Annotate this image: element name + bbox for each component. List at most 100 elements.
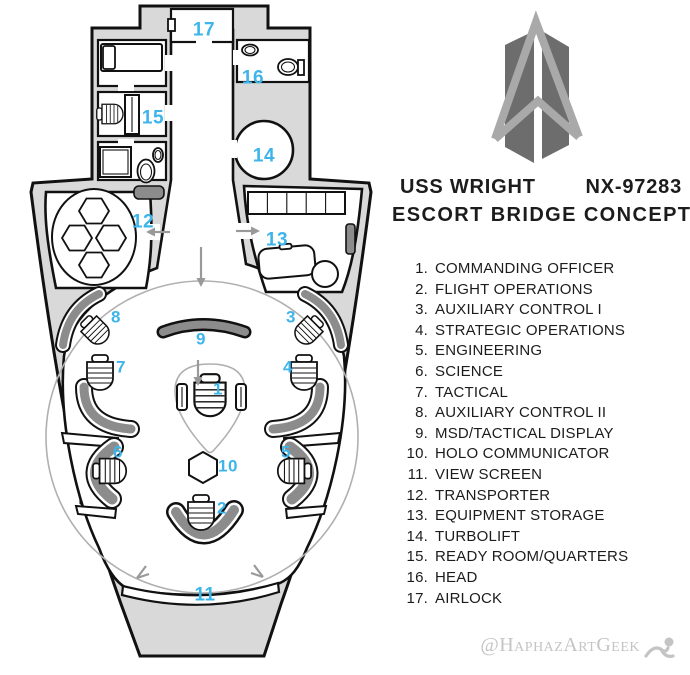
station-label-6: 6 xyxy=(113,443,123,462)
swimmer-icon xyxy=(644,637,675,658)
flow-arrow-down-command xyxy=(193,360,203,386)
equipment-storage-room xyxy=(238,184,364,294)
title-subtitle: ESCORT BRIDGE CONCEPT xyxy=(392,204,690,226)
legend-item-9: 9. MSD/TACTICAL DISPLAY xyxy=(403,424,628,445)
legend-item-3: 3. AUXILIARY CONTROL I xyxy=(403,300,628,321)
station-label-7: 7 xyxy=(116,358,126,377)
legend-item-number: 11. xyxy=(407,465,428,483)
flow-arrow-right xyxy=(236,226,260,236)
legend-item-10: 10. HOLO COMMUNICATOR xyxy=(403,444,628,465)
legend-item-number: 4. xyxy=(415,321,428,339)
console-icon xyxy=(133,185,165,200)
legend-item-13: 13.EQUIPMENT STORAGE xyxy=(403,506,628,527)
flow-arrow-down-corridor xyxy=(196,247,206,287)
legend-item-number: 6. xyxy=(415,362,428,380)
legend-item-number: 16. xyxy=(406,568,428,586)
legend-item-8: 8. AUXILIARY CONTROL II xyxy=(403,403,628,424)
station-label-9: 9 xyxy=(196,330,206,349)
legend-item-16: 16. HEAD xyxy=(403,568,628,589)
legend-item-label: AIRLOCK xyxy=(435,589,503,607)
station-label-15: 15 xyxy=(142,108,164,129)
legend-item-label: SCIENCE xyxy=(435,362,504,380)
station-label-5: 5 xyxy=(281,443,291,462)
station-label-14: 14 xyxy=(253,146,275,167)
flow-arrow-left xyxy=(146,227,170,237)
shower-icon xyxy=(99,146,132,178)
artist-watermark: @HaphazArtGeek xyxy=(480,634,676,664)
panel-icon xyxy=(345,223,356,255)
legend-item-number: 5. xyxy=(415,342,428,360)
legend-item-label: TRANSPORTER xyxy=(435,486,551,504)
view-screen-band xyxy=(120,581,281,606)
station-label-16: 16 xyxy=(242,68,264,89)
legend-item-6: 6. SCIENCE xyxy=(403,362,628,383)
console-flight-ops xyxy=(166,500,244,545)
station-label-10: 10 xyxy=(218,457,238,476)
station-label-1: 1 xyxy=(213,380,223,399)
legend-item-number: 2. xyxy=(415,280,428,298)
legend-item-number: 13. xyxy=(406,507,428,525)
station-label-13: 13 xyxy=(266,230,288,251)
console-aux-control-1 xyxy=(297,286,349,353)
starfleet-delta-logo xyxy=(491,10,583,163)
station-label-11: 11 xyxy=(194,585,215,606)
legend-item-label: MSD/TACTICAL DISPLAY xyxy=(435,424,614,442)
legend-item-label: HOLO COMMUNICATOR xyxy=(435,445,610,463)
watermark-handle: @HaphazArtGeek xyxy=(480,634,640,656)
legend-item-4: 4. STRATEGIC OPERATIONS xyxy=(403,321,628,342)
legend-item-number: 3. xyxy=(415,301,428,319)
legend-item-number: 17. xyxy=(406,589,428,607)
legend-item-14: 14.TURBOLIFT xyxy=(403,527,628,548)
holo-communicator-hex xyxy=(188,450,218,485)
pillow-icon xyxy=(102,45,116,70)
legend-item-number: 15. xyxy=(406,548,428,566)
transporter-room xyxy=(44,185,165,290)
guide-arrowhead xyxy=(250,564,264,579)
ship-name: USS WRIGHT xyxy=(400,176,536,198)
station-label-17: 17 xyxy=(193,20,215,41)
station-label-8: 8 xyxy=(111,308,121,327)
station-label-4: 4 xyxy=(283,358,293,377)
legend-item-number: 8. xyxy=(415,404,428,422)
stool-icon xyxy=(311,260,339,288)
station-label-3: 3 xyxy=(286,308,296,327)
legend-item-label: FLIGHT OPERATIONS xyxy=(435,280,593,298)
legend-item-number: 10. xyxy=(406,445,428,463)
title-line-1: USS WRIGHT NX-97283 xyxy=(392,176,686,199)
msd-display xyxy=(156,318,252,339)
legend-item-label: STRATEGIC OPERATIONS xyxy=(435,321,626,339)
legend-item-2: 2. FLIGHT OPERATIONS xyxy=(403,280,628,301)
alcove-wall xyxy=(74,504,118,520)
legend-item-12: 12. TRANSPORTER xyxy=(403,486,628,507)
ready-room-quarters xyxy=(96,38,173,184)
legend-item-number: 9. xyxy=(415,424,428,442)
legend-item-label: AUXILIARY CONTROL II xyxy=(435,404,607,422)
legend-item-label: HEAD xyxy=(435,568,478,586)
legend-item-1: 1. COMMANDING OFFICER xyxy=(403,259,628,280)
legend-item-label: TURBOLIFT xyxy=(435,527,521,545)
legend-item-label: AUXILIARY CONTROL I xyxy=(435,301,602,319)
transporter-pad xyxy=(51,188,137,286)
legend-item-number: 7. xyxy=(415,383,428,401)
legend-item-5: 5.ENGINEERING xyxy=(403,341,628,362)
alcove-wall xyxy=(284,504,328,520)
legend-item-label: READY ROOM/QUARTERS xyxy=(435,548,629,566)
crate-icon xyxy=(257,242,317,280)
command-area-outline xyxy=(174,363,246,454)
bed-icon xyxy=(100,43,163,72)
legend-item-15: 15. READY ROOM/QUARTERS xyxy=(403,547,629,568)
station-label-2: 2 xyxy=(217,499,227,518)
legend-item-number: 12. xyxy=(406,486,428,504)
legend-item-11: 11.VIEW SCREEN xyxy=(403,465,628,486)
lockers-icon xyxy=(247,191,346,215)
console-tactical xyxy=(75,378,140,438)
legend-item-7: 7.TACTICAL xyxy=(403,383,628,404)
legend-item-label: COMMANDING OFFICER xyxy=(435,260,615,277)
airlock-room xyxy=(167,7,235,45)
legend-list: 1. COMMANDING OFFICER 2. FLIGHT OPERATIONS 3… xyxy=(403,259,629,609)
console-strategic-ops xyxy=(264,378,329,438)
legend-item-number: 1. xyxy=(415,260,428,277)
